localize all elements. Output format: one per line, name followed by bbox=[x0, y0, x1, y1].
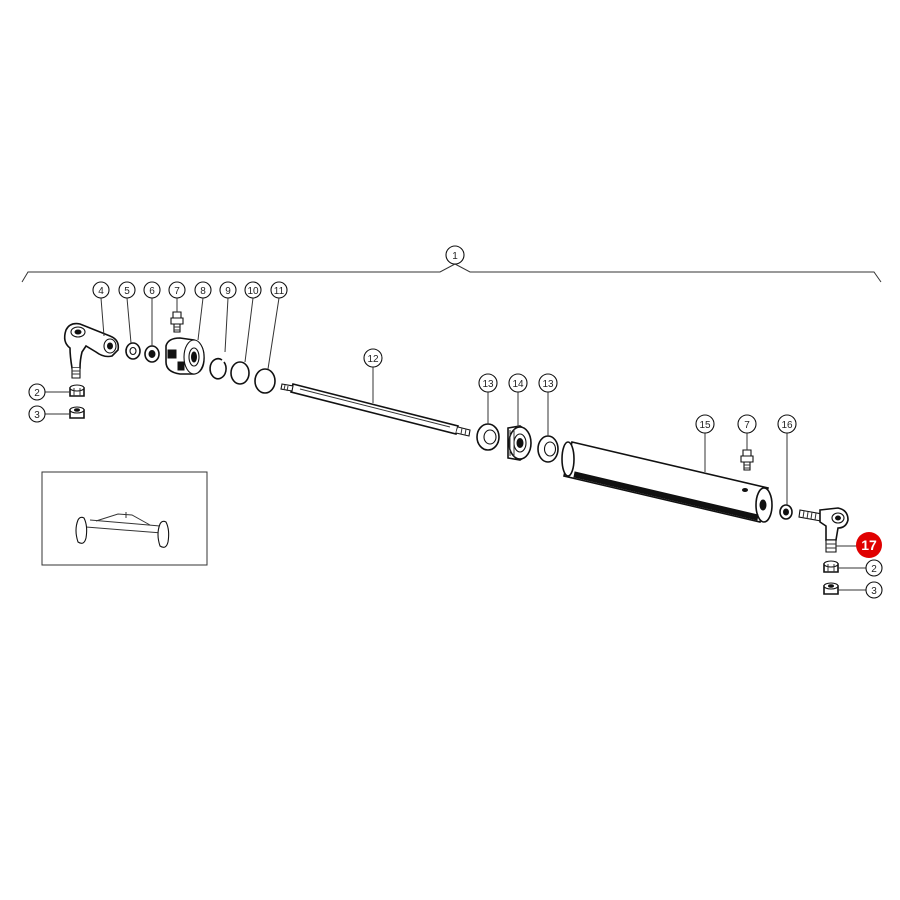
callout-13-a[interactable]: 13 bbox=[478, 373, 498, 393]
callout-2-right[interactable]: 2 bbox=[865, 559, 883, 577]
washer-5[interactable] bbox=[125, 342, 141, 360]
cylinder-tube-15[interactable] bbox=[561, 441, 773, 523]
svg-text:3: 3 bbox=[34, 410, 40, 421]
callout-3-left[interactable]: 3 bbox=[28, 405, 46, 423]
svg-text:5: 5 bbox=[124, 286, 130, 297]
callout-12[interactable]: 12 bbox=[363, 348, 383, 368]
callout-7-left[interactable]: 7 bbox=[168, 281, 186, 299]
hex-nut-right[interactable] bbox=[823, 582, 839, 595]
seal-16[interactable] bbox=[779, 504, 793, 520]
washer-13b[interactable] bbox=[537, 435, 559, 463]
callout-6[interactable]: 6 bbox=[143, 281, 161, 299]
location-inset bbox=[41, 471, 208, 566]
callout-15[interactable]: 15 bbox=[695, 414, 715, 434]
svg-text:2: 2 bbox=[34, 388, 40, 399]
circlip-9[interactable] bbox=[209, 357, 227, 380]
tie-rod-end-right[interactable] bbox=[798, 507, 849, 553]
svg-text:7: 7 bbox=[174, 286, 180, 297]
grease-nipple-right[interactable] bbox=[740, 449, 754, 471]
grease-nipple-left[interactable] bbox=[170, 311, 184, 333]
callout-7-right[interactable]: 7 bbox=[737, 414, 757, 434]
piston-14[interactable] bbox=[507, 425, 532, 461]
seal-6[interactable] bbox=[144, 345, 160, 363]
callout-10[interactable]: 10 bbox=[244, 281, 262, 299]
piston-rod-12[interactable] bbox=[280, 383, 471, 437]
tie-rod-end-left[interactable] bbox=[63, 322, 120, 379]
svg-text:14: 14 bbox=[512, 379, 524, 390]
o-ring-10[interactable] bbox=[230, 361, 250, 385]
castle-nut-right[interactable] bbox=[823, 560, 839, 573]
svg-text:9: 9 bbox=[225, 286, 231, 297]
svg-text:12: 12 bbox=[367, 354, 379, 365]
svg-text:11: 11 bbox=[274, 286, 285, 297]
callout-9[interactable]: 9 bbox=[219, 281, 237, 299]
callout-5[interactable]: 5 bbox=[118, 281, 136, 299]
callout-8[interactable]: 8 bbox=[194, 281, 212, 299]
callout-2-left[interactable]: 2 bbox=[28, 383, 46, 401]
svg-text:17: 17 bbox=[861, 537, 877, 553]
callout-3-right[interactable]: 3 bbox=[865, 581, 883, 599]
callout-16[interactable]: 16 bbox=[777, 414, 797, 434]
callout-11[interactable]: 11 bbox=[270, 281, 288, 299]
svg-text:1: 1 bbox=[452, 251, 458, 262]
svg-text:16: 16 bbox=[781, 420, 793, 431]
svg-text:4: 4 bbox=[98, 286, 104, 297]
callout-17-highlight[interactable]: 17 bbox=[856, 532, 882, 558]
svg-text:3: 3 bbox=[871, 586, 877, 597]
callout-13-b[interactable]: 13 bbox=[538, 373, 558, 393]
svg-text:6: 6 bbox=[149, 286, 155, 297]
svg-text:7: 7 bbox=[744, 420, 750, 431]
leader-lines bbox=[45, 297, 866, 591]
washer-13a[interactable] bbox=[476, 423, 500, 451]
callout-14[interactable]: 14 bbox=[508, 373, 528, 393]
assembly-bracket bbox=[21, 262, 882, 283]
callout-1[interactable]: 1 bbox=[445, 245, 465, 265]
socket-housing-8[interactable] bbox=[165, 337, 205, 375]
callout-4[interactable]: 4 bbox=[92, 281, 110, 299]
svg-text:10: 10 bbox=[247, 286, 259, 297]
o-ring-11[interactable] bbox=[254, 368, 276, 394]
svg-text:13: 13 bbox=[542, 379, 554, 390]
hex-nut-left[interactable] bbox=[69, 406, 85, 419]
svg-text:13: 13 bbox=[482, 379, 494, 390]
axle-thumbnail bbox=[75, 512, 170, 548]
castle-nut-left[interactable] bbox=[69, 384, 85, 397]
svg-text:2: 2 bbox=[871, 564, 877, 575]
svg-text:15: 15 bbox=[699, 420, 711, 431]
svg-text:8: 8 bbox=[200, 286, 206, 297]
